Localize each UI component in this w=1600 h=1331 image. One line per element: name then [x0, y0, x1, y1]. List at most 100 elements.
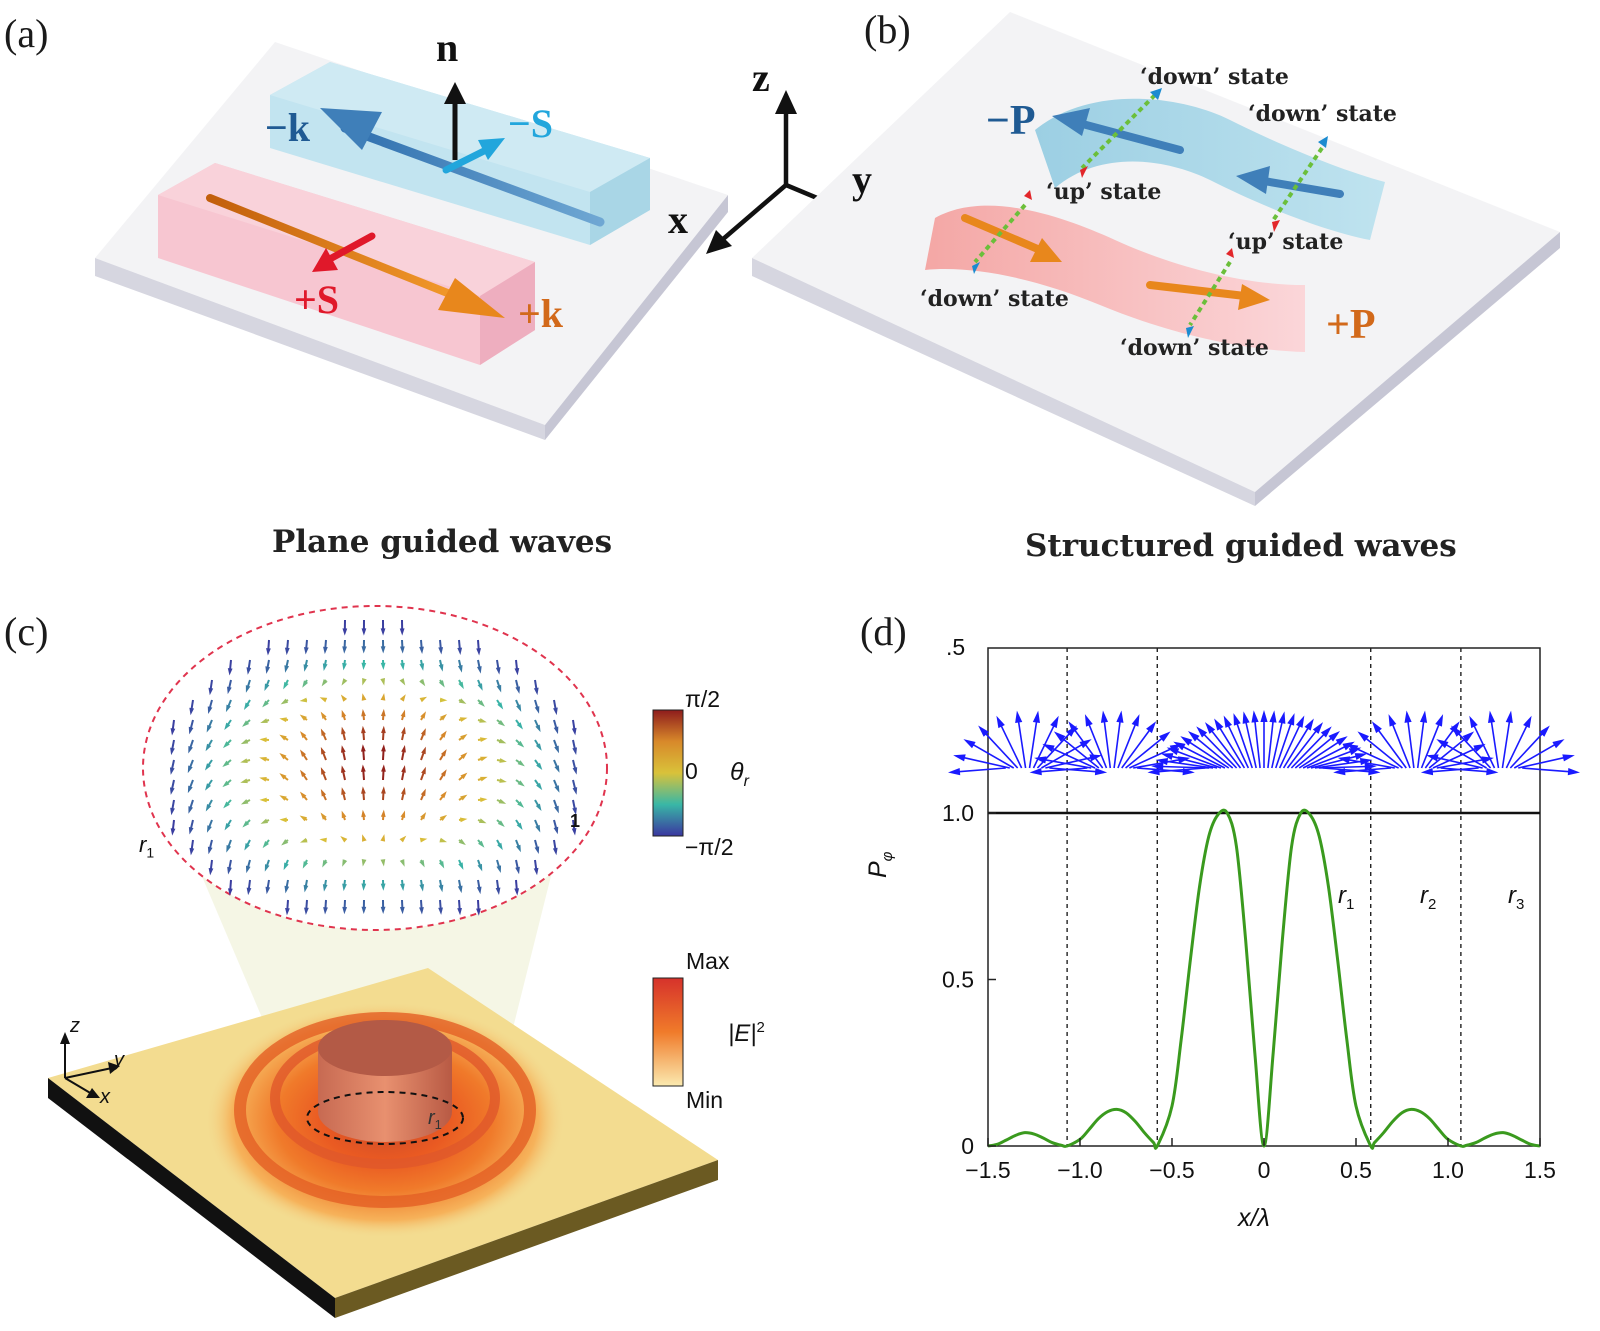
- spin-arrow: [1133, 758, 1185, 769]
- spin-arrow: [1441, 741, 1487, 769]
- spin-vector-head: [279, 817, 287, 823]
- spin-vector-head: [401, 745, 406, 753]
- spin-vector-head: [188, 726, 194, 735]
- spin-vector-head: [534, 706, 540, 714]
- region-label-r3: r3: [1508, 884, 1524, 912]
- spin-vector-head: [341, 709, 347, 718]
- spin-vector-head: [206, 724, 212, 733]
- spin-arrow-head: [996, 715, 1005, 729]
- field-bar-max: Max: [686, 948, 730, 974]
- spin-arrow: [1113, 716, 1122, 769]
- spin-arrow-head: [1166, 747, 1180, 756]
- spin-vector-head: [206, 825, 212, 833]
- spin-vector-head: [572, 807, 577, 816]
- spin-vector-head: [281, 839, 289, 846]
- spin-vector-head: [340, 745, 346, 753]
- spin-vector-head: [303, 884, 309, 893]
- spin-arrow: [1298, 738, 1344, 769]
- spin-vector-head: [340, 836, 348, 843]
- state-down-top-right: ‘down’ state: [1248, 101, 1397, 127]
- spin-vector-head: [515, 866, 520, 875]
- spin-vector-head: [321, 679, 328, 687]
- region-label-r1: r1: [1338, 884, 1354, 912]
- spin-vector-head: [299, 714, 307, 721]
- spin-arrow: [998, 720, 1023, 769]
- spin-vector-head: [246, 887, 252, 896]
- spin-chain-2: [1270, 136, 1328, 232]
- spin-vector-head: [517, 740, 525, 748]
- spin-vector-head: [266, 648, 271, 656]
- spin-arrow: [1390, 719, 1411, 769]
- spin-vector-head: [227, 686, 232, 695]
- spin-vector-head: [419, 696, 428, 703]
- spin-vector-head: [303, 664, 309, 672]
- spin-arrow-head: [1233, 713, 1241, 726]
- spin-vector-head: [222, 780, 230, 788]
- label-minus-P: −P: [986, 98, 1036, 144]
- spin-arrow: [1424, 725, 1457, 769]
- spin-arrow-head: [1419, 710, 1428, 723]
- spin-arrow: [1501, 716, 1511, 769]
- spin-arrow-head: [1173, 741, 1186, 751]
- spin-arrow: [1057, 734, 1100, 769]
- spin-vector-head: [497, 820, 505, 827]
- spin-vector-head: [361, 646, 367, 654]
- spin-vector-head: [460, 752, 468, 760]
- spin-arrow: [1322, 767, 1375, 773]
- spin-vector-head: [207, 706, 213, 714]
- spin-vector-head: [497, 702, 504, 710]
- spin-arrow: [1071, 725, 1104, 769]
- spin-arrow: [1017, 716, 1027, 769]
- spin-vector-head: [284, 647, 290, 656]
- spin-arrow-head: [1552, 739, 1565, 749]
- spin-vector-head: [458, 838, 466, 846]
- n-arrowhead: [444, 82, 466, 104]
- spin-vector-head: [299, 791, 307, 799]
- spin-arrow: [1271, 717, 1284, 769]
- spin-arrow: [1117, 719, 1138, 769]
- spin-vector-head: [553, 707, 558, 716]
- spin-vector-head: [259, 797, 267, 803]
- spin-vector-head: [361, 859, 367, 867]
- region-r1-sub: 1: [1346, 895, 1355, 913]
- spin-arrow: [958, 755, 1010, 769]
- spin-vector-head: [458, 681, 464, 690]
- spin-vector-head: [342, 859, 348, 867]
- spin-vector-head: [458, 862, 464, 870]
- spin-arrow: [1310, 754, 1362, 769]
- spin-arrow: [1339, 767, 1392, 773]
- spin-arrow: [1121, 725, 1154, 769]
- spin-vector-head: [421, 766, 426, 775]
- spin-vector-head: [535, 824, 541, 833]
- spin-vector-head: [323, 646, 328, 655]
- spin-arrow: [1351, 745, 1399, 769]
- spin-vector-head: [341, 678, 348, 686]
- spin-vector-head: [572, 747, 578, 755]
- label-plus-k: +k: [518, 291, 564, 336]
- plus-P-arrow-2: [1146, 281, 1249, 300]
- spin-vector-head: [571, 828, 577, 836]
- spin-chain-3: [972, 190, 1032, 274]
- spin-arrow-head: [978, 725, 989, 737]
- spin-vector-head: [480, 797, 488, 803]
- spin-arrow: [968, 741, 1015, 769]
- spin-vector-head: [401, 726, 406, 735]
- spin-vector-head: [477, 683, 483, 691]
- spin-arrow-head: [1204, 722, 1216, 734]
- c-axis-label-y: y: [114, 1049, 124, 1071]
- minus-k-arrowhead: [320, 108, 382, 150]
- spin-vector-head: [439, 837, 448, 843]
- base-slab-front: [48, 1078, 335, 1318]
- minus-P-arrowhead-1: [1052, 108, 1090, 136]
- minus-P-arrow-1: [1071, 118, 1184, 154]
- spin-vector-head: [440, 749, 447, 757]
- spin-vector-head: [399, 628, 405, 636]
- spin-arrow: [1102, 716, 1112, 769]
- spin-arrow: [953, 767, 1006, 773]
- c-axis-x: [64, 1077, 93, 1095]
- spin-vector-head: [341, 810, 347, 819]
- spin-vector-head: [225, 704, 231, 713]
- spin-vector-head: [285, 908, 290, 916]
